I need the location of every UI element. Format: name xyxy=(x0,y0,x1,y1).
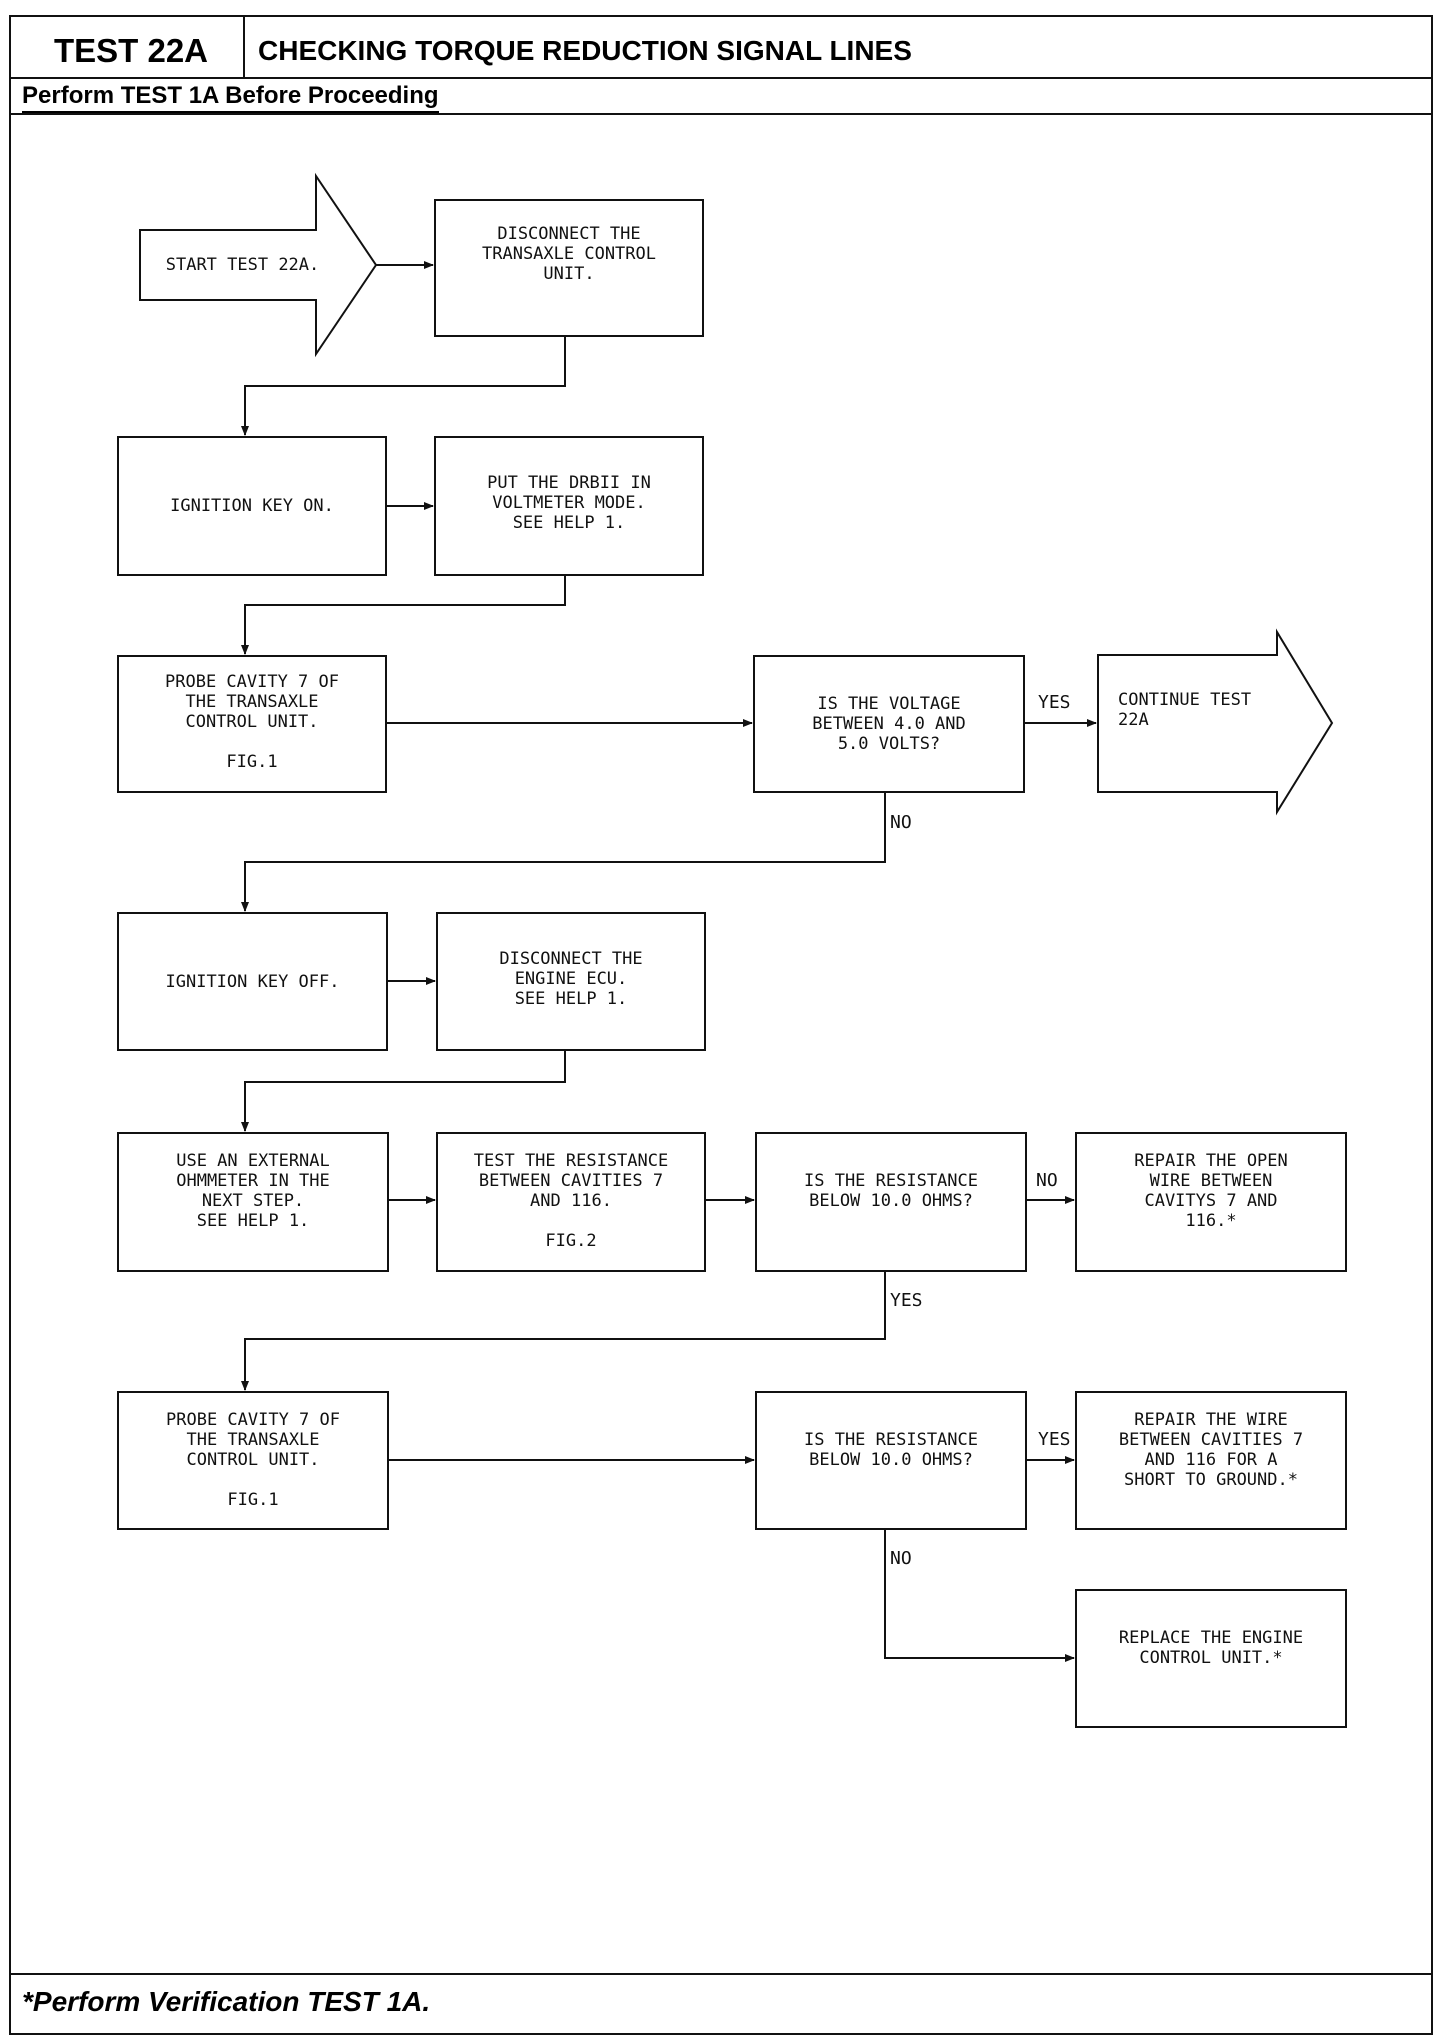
node-continue: CONTINUE TEST 22A xyxy=(1118,690,1252,730)
node-probe-2: PROBE CAVITY 7 OF THE TRANSAXLE CONTROL … xyxy=(166,1410,340,1510)
prerequisite-note: Perform TEST 1A Before Proceeding xyxy=(22,80,922,114)
edge-ecu-to-ohmmeter xyxy=(241,1050,566,1132)
node-start: START TEST 22A. xyxy=(165,255,320,275)
label-resistance2-yes: YES xyxy=(1038,1429,1071,1450)
node-drbii: PUT THE DRBII IN VOLTMETER MODE. SEE HEL… xyxy=(487,473,651,533)
node-probe-1: PROBE CAVITY 7 OF THE TRANSAXLE CONTROL … xyxy=(165,672,339,772)
edge-check-2-no xyxy=(884,1529,1075,1662)
edge-drbii-to-probe-1 xyxy=(241,575,566,655)
label-voltage-no: NO xyxy=(890,812,912,833)
node-resistance-check-2: IS THE RESISTANCE BELOW 10.0 OHMS? xyxy=(804,1430,978,1470)
test-number: TEST 22A xyxy=(53,32,209,69)
node-ignition-on: IGNITION KEY ON. xyxy=(170,496,334,516)
box-replace-ecu xyxy=(1075,1589,1347,1728)
box-resistance-check-1 xyxy=(755,1132,1027,1272)
edge-voltage-no xyxy=(241,792,886,912)
label-resistance1-yes: YES xyxy=(890,1290,923,1311)
edge-check-1-yes xyxy=(241,1271,886,1391)
node-disconnect-ecu: DISCONNECT THE ENGINE ECU. SEE HELP 1. xyxy=(499,949,643,1009)
prerequisite-text: Perform TEST 1A Before Proceeding xyxy=(22,82,439,113)
node-resistance-check-1: IS THE RESISTANCE BELOW 10.0 OHMS? xyxy=(804,1171,978,1211)
page-title: CHECKING TORQUE REDUCTION SIGNAL LINES xyxy=(258,35,912,66)
verification-footnote: *Perform Verification TEST 1A. xyxy=(22,1986,431,2017)
node-ignition-off: IGNITION KEY OFF. xyxy=(165,971,340,992)
label-resistance2-no: NO xyxy=(890,1548,912,1569)
label-resistance1-no: NO xyxy=(1036,1170,1058,1191)
box-external-ohmmeter xyxy=(117,1132,389,1272)
node-repair-open: REPAIR THE OPEN WIRE BETWEEN CAVITYS 7 A… xyxy=(1134,1151,1288,1231)
continue-arrow-shape xyxy=(1097,628,1334,816)
node-replace-ecu: REPLACE THE ENGINE CONTROL UNIT.* xyxy=(1118,1628,1304,1668)
box-repair-short xyxy=(1075,1391,1347,1530)
node-voltage-check: IS THE VOLTAGE BETWEEN 4.0 AND 5.0 VOLTS… xyxy=(812,694,966,754)
box-test-resistance xyxy=(436,1132,706,1272)
box-repair-open xyxy=(1075,1132,1347,1272)
node-test-resistance: TEST THE RESISTANCE BETWEEN CAVITIES 7 A… xyxy=(473,1151,669,1251)
box-disconnect-tcu xyxy=(434,199,704,337)
label-voltage-yes: YES xyxy=(1038,692,1071,713)
node-external-ohmmeter: USE AN EXTERNAL OHMMETER IN THE NEXT STE… xyxy=(176,1151,330,1231)
start-arrow-shape xyxy=(139,172,378,358)
box-drbii xyxy=(434,436,704,576)
box-disconnect-ecu xyxy=(436,912,706,1051)
edge-disconnect-to-ignition-on xyxy=(241,336,566,436)
node-disconnect-tcu: DISCONNECT THE TRANSAXLE CONTROL UNIT. xyxy=(482,224,656,284)
node-repair-short: REPAIR THE WIRE BETWEEN CAVITIES 7 AND 1… xyxy=(1118,1410,1304,1490)
page-frame xyxy=(9,15,1433,2035)
